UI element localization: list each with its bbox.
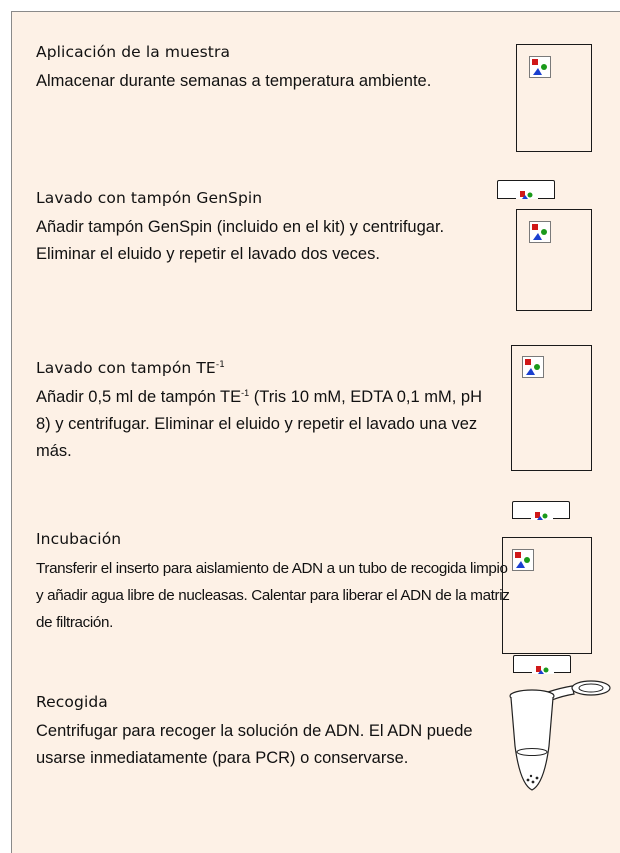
step-te-wash: Lavado con tampón TE-1 Añadir 0,5 ml de … [36,357,496,465]
step-title: Incubación [36,530,122,548]
step-image-frame [502,537,592,654]
step-image-strip [513,655,571,674]
step-image-frame [516,209,592,311]
step-text: Almacenar durante semanas a temperatura … [36,72,432,90]
broken-image-icon [532,664,554,674]
step-sample-application: Aplicación de la muestra Almacenar duran… [36,41,496,95]
step-genspin-wash: Lavado con tampón GenSpin Añadir tampón … [36,187,496,268]
step-text-part: Añadir 0,5 ml de tampón TE [36,388,242,406]
step-text-part: (Tris 10 mM, EDTA 0,1 mM, pH 8) y centri… [36,388,483,460]
step-text: Centrifugar para recoger la solución de … [36,722,473,767]
step-incubation: Incubación Transferir el inserto para ai… [36,528,511,636]
broken-image-icon [512,549,534,571]
protocol-panel: Aplicación de la muestra Almacenar duran… [11,11,620,853]
step-image-frame [516,44,592,152]
step-image-frame [511,345,592,471]
step-title-main: Lavado con tampón TE [36,359,216,377]
step-image-strip [512,501,570,520]
broken-image-icon [529,56,551,78]
broken-image-icon [516,189,538,199]
step-title-superscript: -1 [215,360,226,370]
step-title: Lavado con tampón TE-1 [36,357,496,379]
step-title: Aplicación de la muestra [36,43,231,61]
step-title: Recogida [36,693,108,711]
broken-image-icon [522,356,544,378]
step-text: Añadir tampón GenSpin (incluido en el ki… [36,218,445,263]
microcentrifuge-tube-icon [509,680,611,791]
step-image-strip [497,180,555,199]
broken-image-icon [529,221,551,243]
step-text: Transferir el inserto para aislamiento d… [36,560,510,631]
step-title: Lavado con tampón GenSpin [36,189,263,207]
step-text: Añadir 0,5 ml de tampón TE-1 (Tris 10 mM… [36,384,496,465]
step-text-superscript: -1 [241,388,250,398]
broken-image-icon [531,510,553,520]
step-collection: Recogida Centrifugar para recoger la sol… [36,691,496,772]
